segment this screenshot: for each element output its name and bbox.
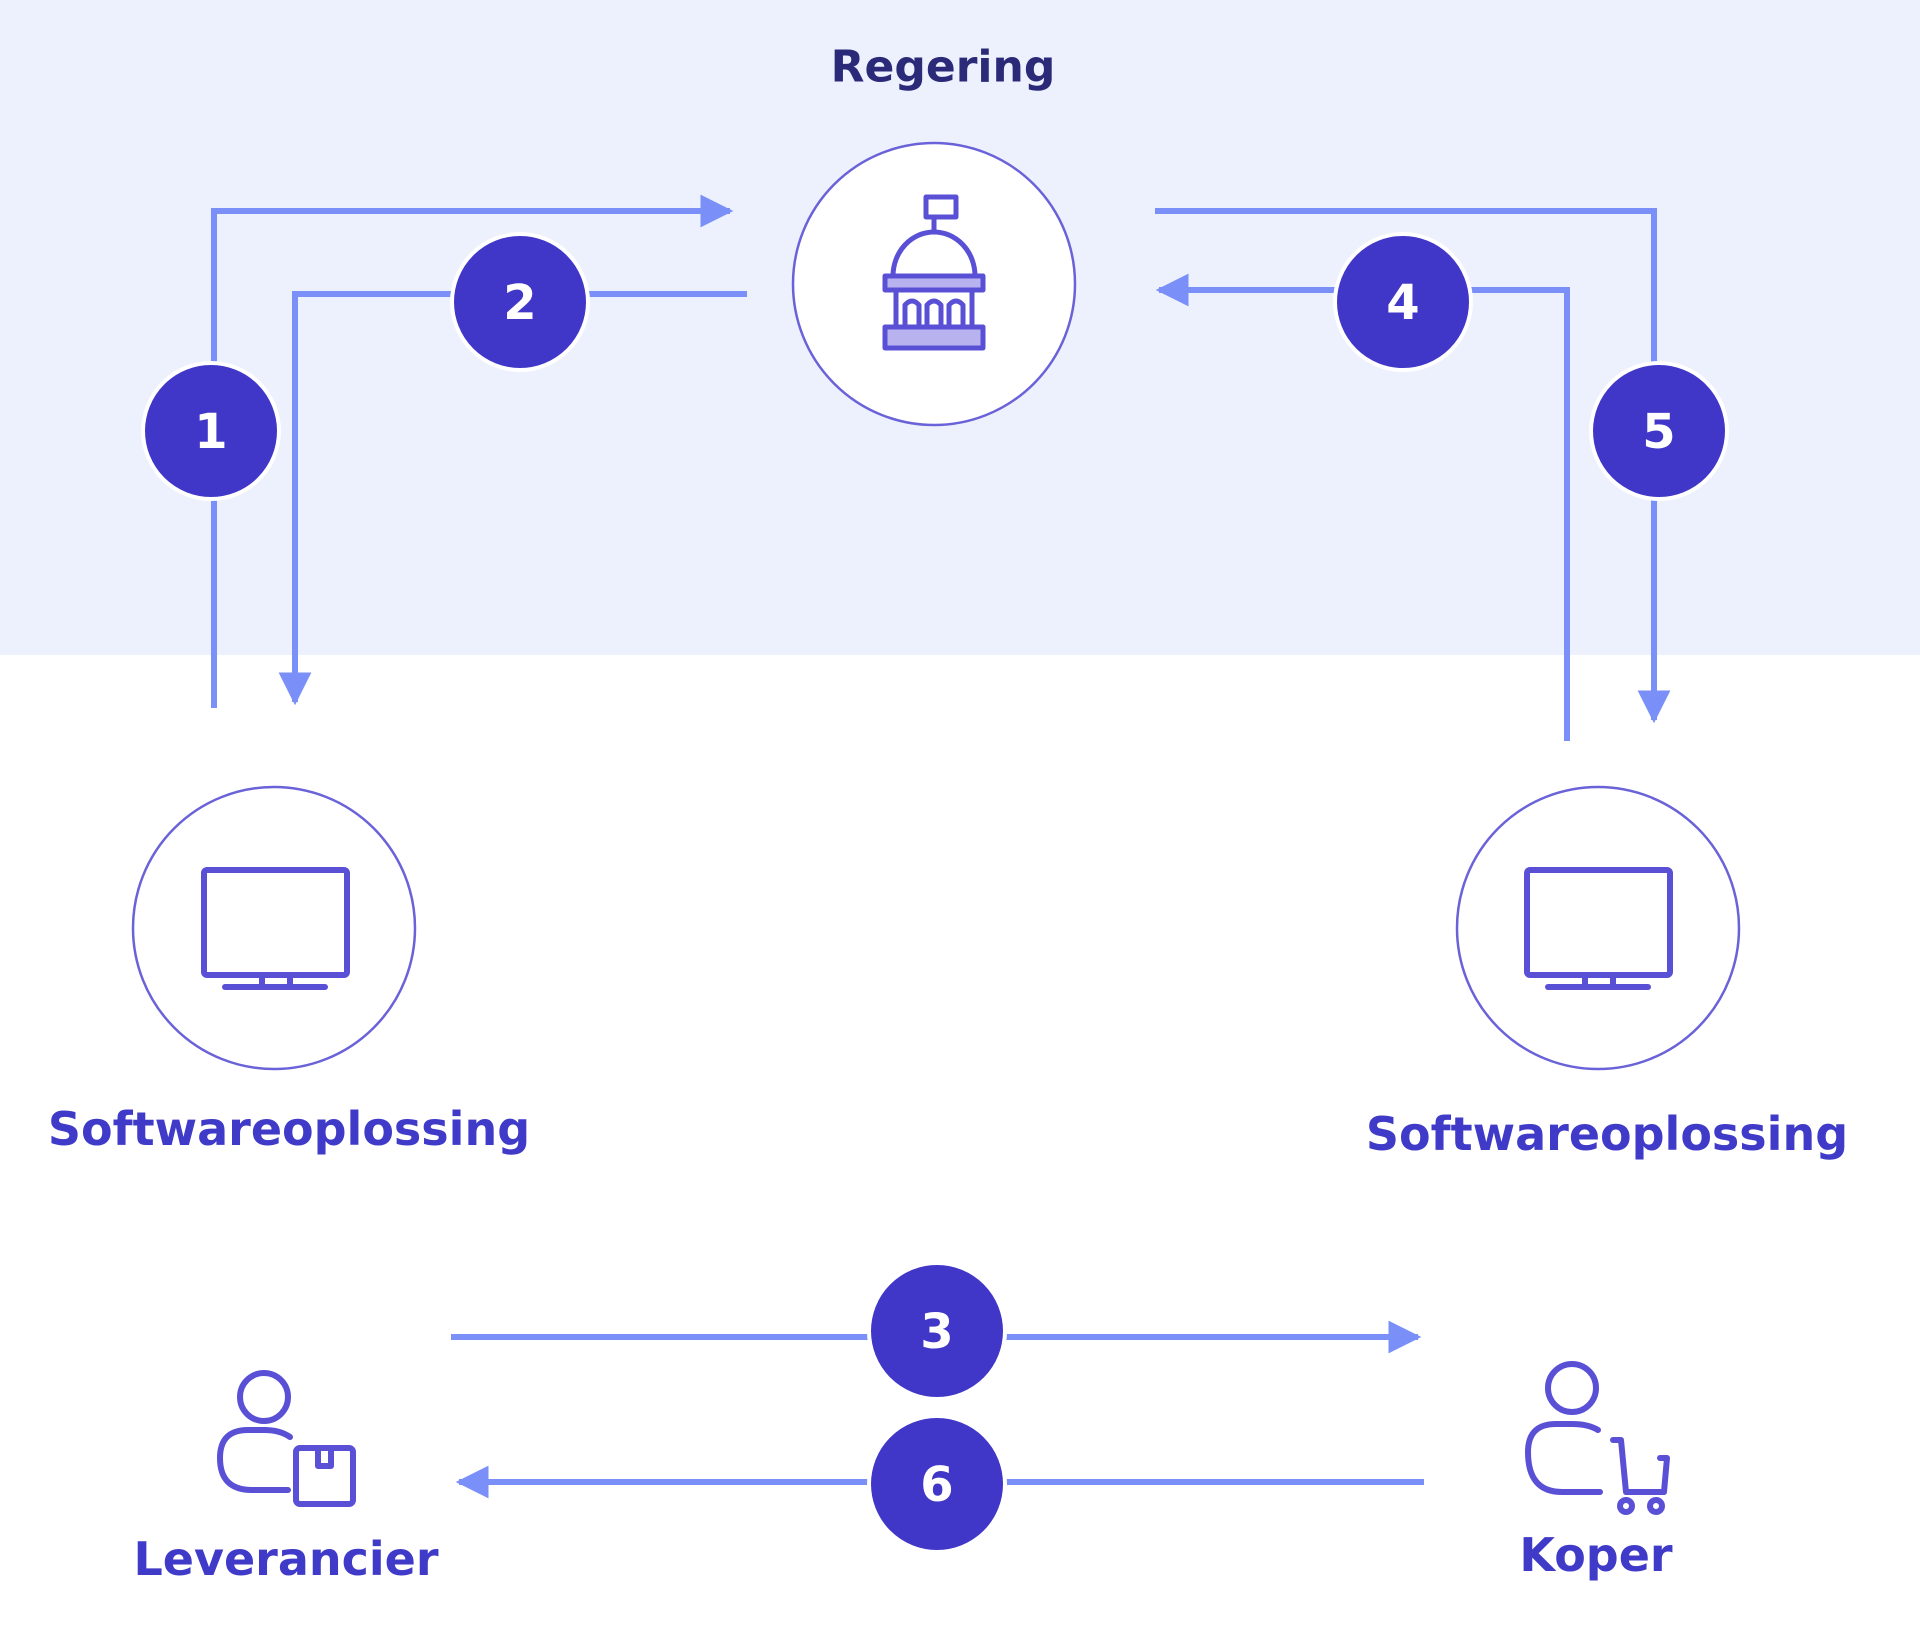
svg-text:5: 5 [1642,404,1675,460]
svg-text:4: 4 [1386,275,1419,331]
step-badge-2: 2 [450,232,590,372]
step-badge-5: 5 [1589,361,1729,501]
government-label: Regering [830,41,1056,93]
supplier-label: Leverancier [133,1532,439,1586]
svg-text:1: 1 [194,404,227,460]
government-node [791,141,1077,427]
svg-text:3: 3 [920,1304,953,1360]
svg-text:2: 2 [503,275,536,331]
monitor-icon [201,867,350,990]
step-badge-4: 4 [1333,232,1473,372]
arrow-step-4 [1155,273,1570,741]
svg-text:6: 6 [920,1457,953,1513]
arrow-step-1 [211,194,734,708]
arrow-step-2 [278,291,747,706]
person-with-package-icon [217,1370,356,1507]
monitor-icon [1524,867,1673,990]
software-left-node [131,785,417,1071]
arrow-step-5 [1155,208,1671,724]
step-badge-3: 3 [867,1261,1007,1401]
person-with-cart-icon [1525,1361,1670,1515]
software-left-label: Softwareoplossing [47,1102,531,1156]
step-badge-6: 6 [867,1414,1007,1554]
capitol-building-icon [882,194,986,351]
step-badge-1: 1 [141,361,281,501]
software-right-label: Softwareoplossing [1365,1107,1849,1161]
buyer-label: Koper [1519,1528,1673,1582]
software-right-node [1455,785,1741,1071]
